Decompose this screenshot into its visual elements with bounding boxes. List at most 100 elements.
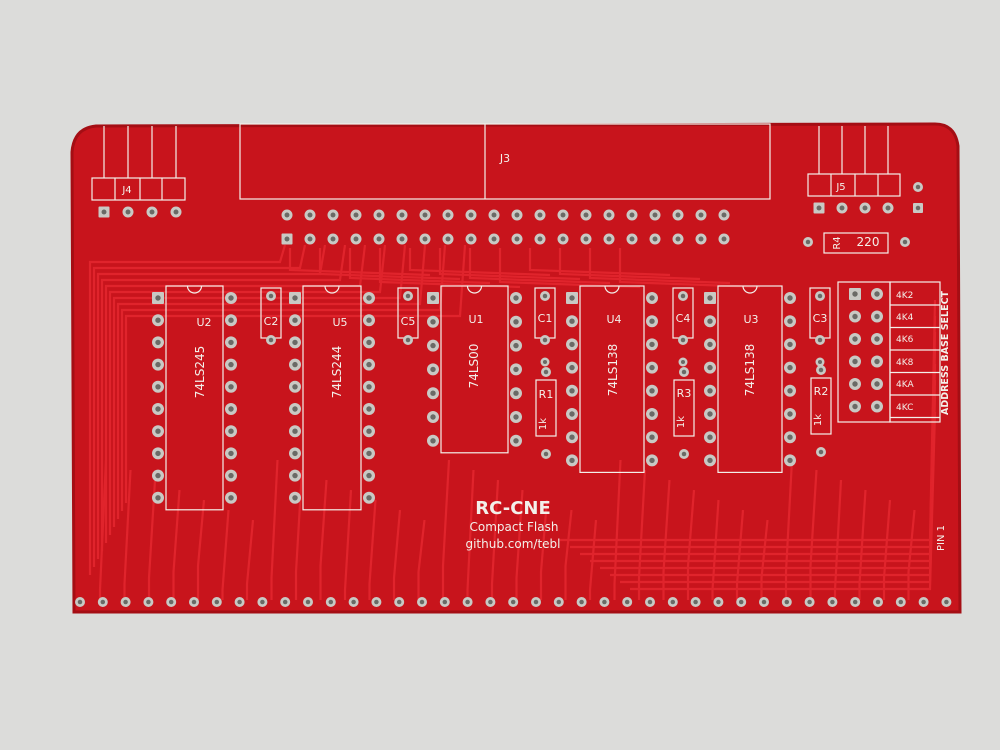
drill-hole (680, 337, 686, 343)
chip-ref-u2: U2 (196, 316, 211, 329)
drill-hole (513, 438, 519, 444)
res-r2-ref: R2 (814, 385, 829, 398)
drill-hole (149, 209, 155, 215)
drill-hole (366, 406, 372, 412)
drill-hole (376, 236, 382, 242)
address-base-select-label: ADDRESS BASE SELECT (940, 290, 951, 415)
drill-hole (649, 411, 655, 417)
cap-c5: C5 (401, 315, 416, 328)
trace (318, 248, 461, 281)
cap-c1: C1 (538, 312, 553, 325)
drill-hole (629, 212, 635, 218)
drill-hole (366, 384, 372, 390)
u4-notch (604, 285, 620, 294)
trace (196, 499, 206, 600)
drill-hole (542, 293, 548, 299)
drill-hole (366, 317, 372, 323)
drill-hole (787, 364, 793, 371)
drill-hole (649, 318, 655, 324)
drill-hole (292, 450, 298, 457)
trace (558, 248, 701, 281)
drill-hole (606, 212, 612, 218)
drill-hole (787, 318, 793, 324)
u3-notch (742, 285, 758, 294)
chip-part-u4: 74LS138 (606, 344, 620, 396)
cap-c3: C3 (813, 312, 828, 325)
drill-hole (874, 336, 880, 342)
u1-outline (440, 285, 509, 454)
board-subtitle: Compact Flash (470, 520, 559, 534)
drill-hole (123, 599, 128, 605)
trace (498, 248, 641, 289)
drill-hole (513, 319, 519, 325)
u5-outline (302, 285, 362, 511)
drill-hole (721, 236, 727, 242)
u5-notch (324, 285, 340, 294)
drill-hole (807, 599, 812, 605)
drill-hole (537, 212, 543, 218)
drill-hole (649, 434, 655, 440)
drill-hole (366, 428, 372, 434)
trace (408, 248, 551, 277)
drill-hole (353, 236, 359, 242)
drill-hole (422, 212, 428, 218)
solder-pads (75, 182, 952, 607)
drill-hole (738, 599, 744, 605)
pin1-label: PIN 1 (936, 525, 947, 551)
trace (245, 519, 255, 600)
drill-hole (707, 457, 713, 464)
board-url: github.com/tebl (465, 537, 560, 551)
chip-ref-u5: U5 (332, 316, 347, 329)
drill-hole (268, 337, 274, 343)
drill-hole (366, 295, 372, 301)
j5-label: J5 (835, 182, 845, 193)
drill-hole (569, 434, 575, 440)
drill-hole (675, 212, 681, 218)
drill-hole (155, 339, 161, 346)
drill-hole (944, 599, 949, 605)
drill-hole (468, 236, 474, 242)
trace (392, 509, 402, 600)
drill-hole (155, 450, 161, 457)
drill-hole (787, 457, 793, 464)
drill-hole (488, 599, 493, 605)
drill-hole (670, 599, 676, 605)
chip-part-u2: 74LS245 (193, 346, 207, 398)
drill-hole (707, 434, 713, 440)
drill-hole (537, 236, 543, 242)
trace (92, 244, 307, 567)
drill-hole (874, 291, 880, 297)
drill-hole (852, 403, 858, 410)
res-outline (810, 377, 832, 435)
drill-hole (173, 209, 179, 215)
res-r1-val: 1k (538, 418, 549, 430)
drill-hole (101, 209, 107, 215)
drill-hole (816, 205, 822, 211)
drill-hole (787, 411, 793, 417)
drill-hole (569, 411, 575, 417)
drill-hole (839, 205, 845, 211)
u2-notch (186, 285, 203, 294)
drill-hole (430, 390, 436, 396)
trace (417, 519, 426, 600)
drill-hole (569, 364, 575, 371)
drill-hole (707, 411, 713, 417)
drill-hole (852, 291, 858, 297)
drill-hole (915, 205, 921, 211)
j5-outline (807, 173, 901, 197)
chip-ref-u1: U1 (468, 313, 483, 326)
drill-hole (805, 239, 811, 245)
drill-hole (282, 599, 288, 605)
drill-hole (693, 599, 698, 605)
drill-hole (405, 293, 411, 299)
drill-hole (445, 212, 451, 218)
drill-hole (237, 599, 242, 605)
drill-hole (874, 403, 880, 410)
drill-hole (125, 209, 131, 215)
drill-hole (228, 339, 234, 346)
drill-hole (330, 236, 336, 242)
drill-hole (874, 358, 880, 365)
j4-label: J4 (121, 185, 131, 196)
r4-value: 220 (857, 235, 880, 249)
drill-hole (602, 599, 607, 605)
